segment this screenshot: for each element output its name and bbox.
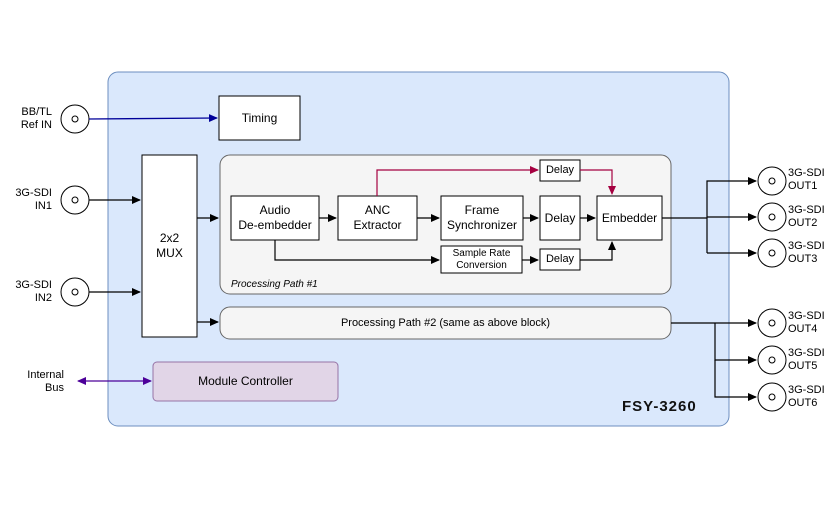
out6-label-line2: OUT6 xyxy=(788,397,818,409)
sample-rate-conversion-label: Sample Rate Conversion xyxy=(441,246,522,273)
in2-label: 3G-SDI IN2 xyxy=(2,279,52,305)
frame-synchronizer-block xyxy=(440,195,524,241)
processing-path-1-label: Processing Path #1 xyxy=(231,279,318,290)
delay-bottom-label: Delay xyxy=(545,253,575,265)
internal-bus-label: Internal Bus xyxy=(2,369,64,395)
out6-label: 3G-SDI OUT6 xyxy=(788,384,825,410)
anc-label-line2: Extractor xyxy=(353,218,402,232)
out2-label-line2: OUT2 xyxy=(788,217,818,229)
out5-label-line2: OUT5 xyxy=(788,360,818,372)
mux-label: 2x2 MUX xyxy=(142,155,197,337)
bnc-connector-in2-icon xyxy=(60,277,90,307)
timing-label: Timing xyxy=(241,110,278,125)
mux-block xyxy=(141,154,198,338)
internal-bus-label-line2: Bus xyxy=(45,382,64,394)
out5-label: 3G-SDI OUT5 xyxy=(788,347,825,373)
ref-in-label: BB/TL Ref IN xyxy=(6,106,52,132)
anc-to-delay-top-arrow xyxy=(376,166,539,196)
src-label-line2: Conversion xyxy=(456,259,507,271)
embedder-label: Embedder xyxy=(601,210,658,225)
ref-in-label-line1: BB/TL xyxy=(21,106,52,118)
anc-extractor-label: ANC Extractor xyxy=(338,196,417,240)
bnc-connector-out3-icon xyxy=(757,238,787,268)
out2-label-line1: 3G-SDI xyxy=(788,204,825,216)
out1-label-line1: 3G-SDI xyxy=(788,167,825,179)
bnc-connector-out5-icon xyxy=(757,345,787,375)
bnc-connector-in1-icon xyxy=(60,185,90,215)
module-controller-block xyxy=(152,361,339,402)
timing-block xyxy=(218,95,301,141)
out3-label: 3G-SDI OUT3 xyxy=(788,240,825,266)
in2-label-line2: IN2 xyxy=(34,292,52,304)
bnc-connector-out4-icon xyxy=(757,308,787,338)
bnc-connector-ref-icon xyxy=(60,104,90,134)
anc-extractor-block xyxy=(337,195,418,241)
delay-top-to-embedder-arrow xyxy=(580,169,616,195)
mux-label-line1: 2x2 xyxy=(159,231,180,245)
frame-label-line1: Frame xyxy=(464,203,500,217)
frame-synchronizer-label: Frame Synchronizer xyxy=(441,196,523,240)
src-label-line1: Sample Rate xyxy=(452,247,511,259)
out3-label-line1: 3G-SDI xyxy=(788,240,825,252)
audio-label-line1: Audio xyxy=(259,203,291,217)
delay-bottom-to-embedder-arrow xyxy=(580,241,616,261)
out1-label: 3G-SDI OUT1 xyxy=(788,167,825,193)
out1-arrow xyxy=(706,177,757,253)
out2-label: 3G-SDI OUT2 xyxy=(788,204,825,230)
in1-label-line2: IN1 xyxy=(34,200,52,212)
delay-mid-block xyxy=(539,195,581,241)
embedder-block xyxy=(596,195,663,241)
out4-label-line1: 3G-SDI xyxy=(788,310,825,322)
mux-label-line2: MUX xyxy=(156,246,183,260)
anc-label-line1: ANC xyxy=(364,203,391,217)
bnc-connector-out6-icon xyxy=(757,382,787,412)
bnc-connector-out2-icon xyxy=(757,202,787,232)
processing-path-2-label: Processing Path #2 (same as above block) xyxy=(340,316,551,329)
out3-label-line2: OUT3 xyxy=(788,253,818,265)
out6-arrow xyxy=(714,360,757,401)
audio-to-src-arrow xyxy=(274,240,440,264)
delay-mid-label: Delay xyxy=(544,210,576,225)
audio-label-line2: De-embedder xyxy=(238,218,312,232)
out6-label-line1: 3G-SDI xyxy=(788,384,825,396)
in2-label-line1: 3G-SDI xyxy=(15,279,52,291)
out4-label: 3G-SDI OUT4 xyxy=(788,310,825,336)
delay-top-label: Delay xyxy=(545,164,575,176)
module-controller-label: Module Controller xyxy=(198,374,293,388)
device-name: FSY-3260 xyxy=(622,398,697,415)
bnc-connector-out1-icon xyxy=(757,166,787,196)
frame-label-line2: Synchronizer xyxy=(446,218,518,232)
out1-label-line2: OUT1 xyxy=(788,180,818,192)
audio-deembedder-label: Audio De-embedder xyxy=(231,196,319,240)
ref-in-label-line2: Ref IN xyxy=(20,119,52,131)
ref-to-timing-arrow xyxy=(88,114,218,123)
out4-label-line2: OUT4 xyxy=(788,323,818,335)
in1-label: 3G-SDI IN1 xyxy=(2,187,52,213)
internal-bus-label-line1: Internal xyxy=(27,369,64,381)
in1-label-line1: 3G-SDI xyxy=(15,187,52,199)
out5-label-line1: 3G-SDI xyxy=(788,347,825,359)
